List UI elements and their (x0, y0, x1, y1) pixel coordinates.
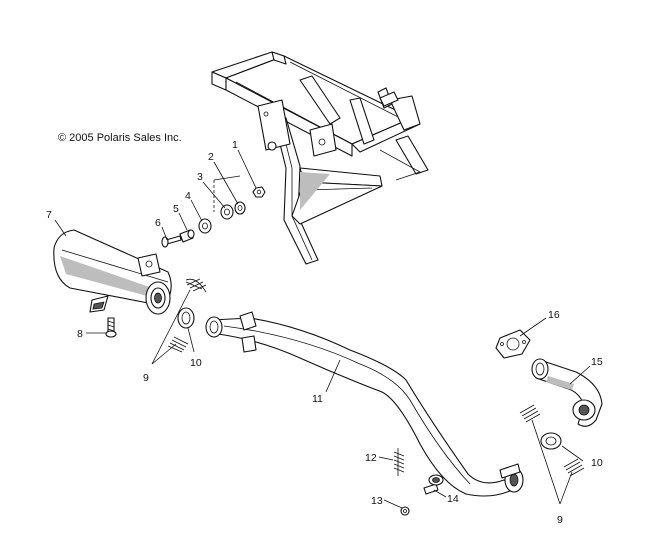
grommet-washer (220, 204, 234, 220)
callout-labels: 1 2 3 4 5 6 7 8 9 10 11 12 13 14 15 16 1… (46, 139, 603, 526)
spring-clip (393, 448, 405, 476)
spring (519, 404, 541, 423)
callout-2: 2 (208, 151, 214, 163)
callout-4: 4 (185, 190, 191, 202)
callout-9: 9 (143, 372, 149, 384)
exhaust-elbow (531, 358, 603, 427)
spring (167, 336, 189, 353)
callout-9-second: 9 (557, 514, 563, 526)
mount-hardware (161, 175, 266, 248)
callout-7: 7 (46, 209, 52, 221)
callout-5: 5 (173, 203, 179, 215)
callout-14: 14 (447, 493, 459, 505)
flange-gasket (495, 329, 531, 359)
screw (105, 317, 117, 338)
copyright-notice: © 2005 Polaris Sales Inc. (58, 132, 182, 144)
callout-1: 1 (232, 139, 238, 151)
washer (234, 201, 246, 215)
exhaust-header-pipe (205, 311, 524, 497)
muffler (53, 229, 172, 315)
rubber-grommet (198, 218, 212, 234)
callout-13: 13 (371, 495, 383, 507)
callout-15: 15 (591, 356, 603, 368)
callout-8: 8 (77, 328, 83, 340)
callout-10-second: 10 (591, 457, 603, 469)
spring (185, 278, 207, 293)
callout-10: 10 (190, 357, 202, 369)
frame-assembly (211, 51, 429, 265)
gasket (177, 307, 195, 329)
spring (563, 458, 585, 477)
flange-bolt (423, 474, 444, 495)
callout-11: 11 (312, 393, 323, 405)
leader-lines (54, 149, 591, 509)
callout-3: 3 (197, 171, 203, 183)
callout-12: 12 (365, 452, 377, 464)
callout-6: 6 (155, 217, 161, 229)
callout-16: 16 (548, 309, 560, 321)
gasket (540, 432, 562, 450)
nut (252, 186, 266, 198)
small-nut (400, 506, 410, 516)
